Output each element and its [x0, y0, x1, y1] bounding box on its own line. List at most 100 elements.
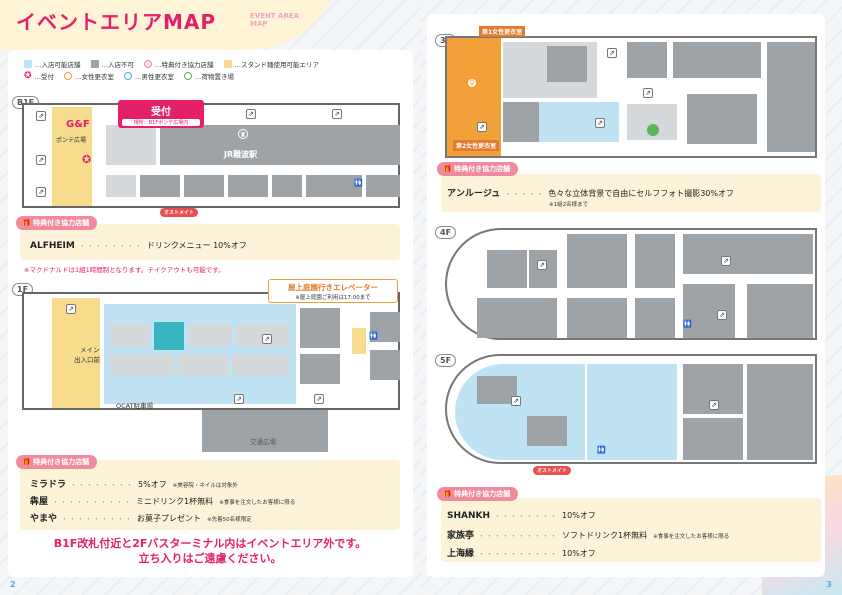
escalator-icon: ⇗	[643, 88, 653, 98]
page-subtitle: EVENT AREA MAP	[250, 12, 299, 28]
shop-block	[767, 42, 815, 152]
warning-line2: 立ち入りはご遠慮ください。	[138, 552, 282, 565]
main-entrance-label2: 出入口前	[74, 356, 100, 364]
shop-block	[272, 175, 302, 197]
reception-title: 受付	[151, 107, 171, 118]
legend-text: …受付	[34, 73, 55, 81]
legend-text: …女性更衣室	[75, 73, 115, 81]
escalator-icon: ⇗	[36, 155, 46, 165]
shop-block	[366, 175, 400, 197]
luggage-icon	[184, 72, 193, 80]
shop-block	[178, 354, 228, 376]
yellow-square-icon	[223, 60, 232, 68]
f3-shop-heading: 🎁 特典付き協力店舗	[437, 162, 519, 176]
main-entrance-label1: メイン	[80, 346, 100, 354]
shop-block	[635, 234, 675, 288]
female-room1-label: 第1女性更衣室	[479, 26, 526, 37]
escalator-icon: ⇗	[537, 260, 547, 270]
shop-name: ミラドラ	[30, 480, 67, 490]
shop-block	[300, 308, 340, 348]
train-icon: ♜	[238, 129, 248, 139]
dots: ・・・・・・・・・・	[478, 550, 559, 558]
floor-tag-5f: 5F	[435, 354, 457, 367]
shop-block	[635, 298, 675, 338]
main-entrance-area	[52, 298, 100, 408]
elevator-note: ※屋上庭園ご利用は17:00まで	[295, 295, 371, 301]
shop-block	[747, 284, 813, 338]
escalator-icon: ⇗	[262, 334, 272, 344]
dots: ・・・・・・・・	[78, 242, 143, 250]
shop-block	[683, 284, 735, 338]
legend-row-2: ✪…受付 …女性更衣室 …男性更衣室 …荷物置き場	[24, 70, 404, 82]
shop-block	[110, 324, 150, 346]
shop-block	[188, 324, 232, 346]
escalator-icon: ⇗	[709, 400, 719, 410]
b1f-shop-heading: 🎁 特典付き協力店舗	[16, 216, 98, 230]
shop-row: 上海縁 ・・・・・・・・・・ 10%オフ	[447, 546, 596, 559]
escalator-icon: ⇗	[36, 111, 46, 121]
map-legend: …入店可能店舗 …入店不可 …特典付き協力店舗 …スタンド麺使用可能エリア ✪……	[24, 58, 404, 82]
shop-block	[687, 94, 757, 144]
gray-square-icon	[90, 60, 99, 68]
shop-note: ※美容院・ネイルは対象外	[172, 483, 238, 489]
ostomate-badge: オストメイト	[533, 466, 572, 475]
legend-text: …入店可能店舗	[35, 61, 81, 69]
shop-benefit: ソフトドリンク1杯無料	[562, 531, 648, 540]
shop-row: やまや ・・・・・・・・・ お菓子プレゼント ※先着50名様限定	[30, 511, 252, 524]
restroom-icon: 🚻	[354, 179, 363, 187]
shop-block	[747, 364, 813, 460]
shop-block	[487, 250, 527, 288]
map-b1f: ポンテ広場 JR難波駅 ♜ ⇗ ⇗ ⇗ ⇗ ⇗ 🚻 G&F ✪	[22, 103, 400, 208]
shop-block	[300, 354, 340, 384]
legend-item: …特典付き協力店舗	[144, 59, 214, 69]
escalator-icon: ⇗	[36, 187, 46, 197]
shop-block	[503, 102, 543, 142]
heading-text: 特典付き協力店舗	[454, 490, 511, 498]
shop-block	[106, 125, 156, 165]
left-page: イベントエリアMAP EVENT AREA MAP …入店可能店舗 …入店不可 …	[0, 0, 421, 595]
escalator-icon: ⇗	[595, 118, 605, 128]
escalator-icon: ⇗	[246, 109, 256, 119]
shop-block	[683, 234, 813, 274]
female-icon: ♀	[467, 78, 477, 88]
f5-shop-box	[441, 498, 821, 562]
shop-block	[527, 416, 567, 446]
mcdonalds-notice: ※マクドナルドは1組1時間制となります。テイクアウトも可能です。	[24, 266, 225, 274]
map-3f: ♀ ⇗ ⇗ ⇗ ⇗	[445, 36, 817, 158]
shop-block	[228, 175, 268, 197]
shop-benefit: 色々な立体背景で自由にセルフフォト撮影30%オフ	[548, 189, 734, 198]
shop-benefit: ミニドリンク1杯無料	[136, 497, 214, 506]
shop-block	[627, 42, 667, 78]
gift-icon: 🎁	[443, 490, 455, 498]
shop-benefit: お菓子プレゼント	[137, 514, 202, 523]
shop-note: ※1組2名様まで	[549, 202, 589, 208]
event-area-warning: B1F改札付近と2Fバスターミナル内はイベントエリア外です。 立ち入りはご遠慮く…	[20, 536, 400, 566]
parking-label: OCAT駐車場	[116, 402, 154, 410]
f1-shop-box	[20, 460, 400, 530]
shop-benefit: 5%オフ	[138, 480, 167, 489]
page-title: イベントエリアMAP	[16, 10, 217, 34]
f5-shop-heading: 🎁 特典付き協力店舗	[437, 487, 519, 501]
shop-name: 上海縁	[447, 549, 475, 559]
subtitle-line1: EVENT AREA	[250, 12, 300, 20]
star-icon: ✪	[24, 71, 32, 81]
shop-row: ALFHEIM ・・・・・・・・ ドリンクメニュー 10%オフ	[30, 240, 247, 251]
shop-name: SHANKH	[447, 511, 491, 521]
shop-row: ミラドラ ・・・・・・・・ 5%オフ ※美容院・ネイルは対象外	[30, 477, 238, 490]
reception-callout: 受付 場所：B1Fポンテ広場内	[118, 100, 204, 128]
shop-block	[324, 125, 400, 165]
map-1f: メイン 出入口前 OCAT駐車場 ⇗ ⇗ ⇗ ⇗ 🚻	[22, 292, 400, 410]
escalator-icon: ⇗	[477, 122, 487, 132]
gift-icon	[144, 60, 152, 68]
shop-block	[477, 376, 517, 404]
elevator-title: 屋上庭園行きエレベーター	[288, 283, 378, 292]
legend-text: …男性更衣室	[135, 73, 175, 81]
gift-icon: 🎁	[443, 165, 455, 173]
legend-item: …入店不可	[90, 59, 134, 69]
shop-note: ※食事を注文したお客様に限る	[653, 534, 730, 540]
right-page: 3F ♀ ⇗ ⇗ ⇗ ⇗ 第1女性更衣室 第2女性更衣室 🎁 特典付き協力店舗 …	[421, 0, 842, 595]
shop-block	[184, 175, 224, 197]
male-icon	[124, 72, 133, 80]
f1-shop-heading: 🎁 特典付き協力店舗	[16, 455, 98, 469]
shop-block	[673, 42, 761, 78]
